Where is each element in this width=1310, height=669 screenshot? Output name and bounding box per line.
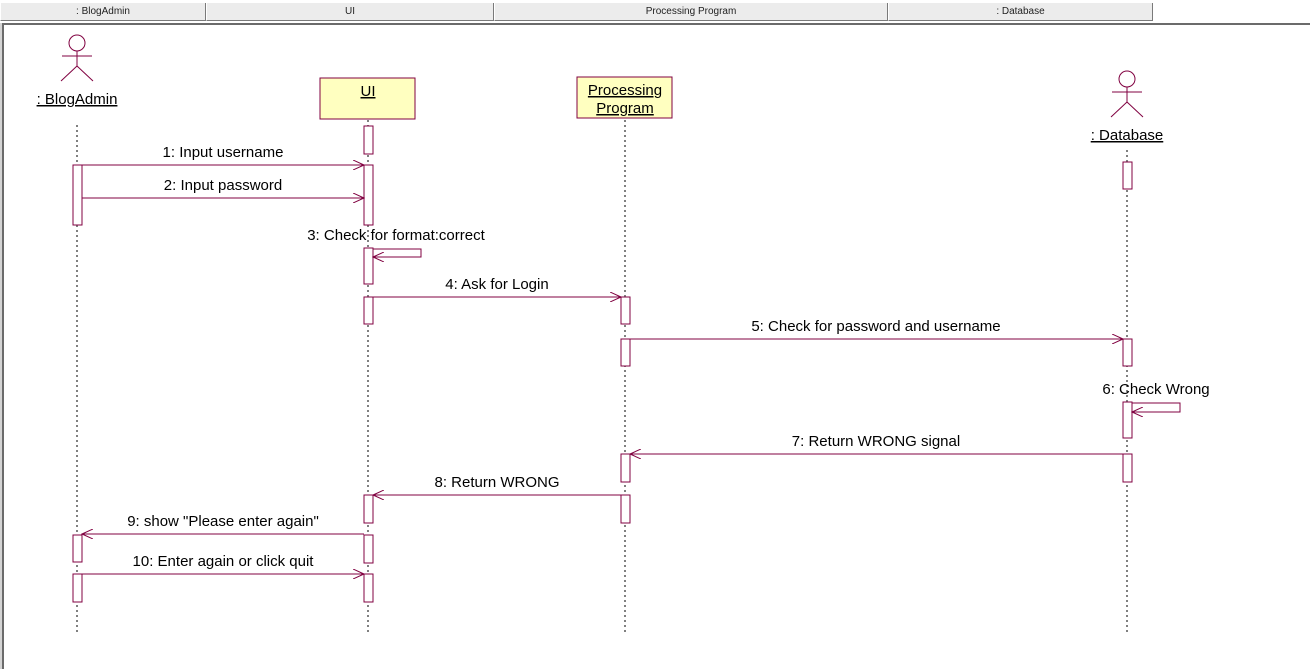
activation-processing-4 (620, 494, 631, 524)
message-label-9[interactable]: 9: show "Please enter again" (127, 513, 319, 530)
activation-processing-1 (620, 296, 631, 325)
activation-database-4 (1122, 453, 1133, 483)
participant-label-database: : Database (1091, 127, 1164, 144)
messages (82, 165, 1181, 574)
message-arrow-3[interactable] (373, 248, 422, 257)
message-label-7[interactable]: 7: Return WRONG signal (792, 433, 960, 450)
column-header-database[interactable]: : Database (888, 3, 1153, 21)
activation-bars (72, 125, 1133, 603)
actor-database[interactable] (1110, 70, 1144, 118)
message-labels: 1: Input username 2: Input password 3: C… (127, 144, 1209, 570)
activation-processing-3 (620, 453, 631, 483)
message-label-10[interactable]: 10: Enter again or click quit (133, 553, 315, 570)
activation-blogadmin-3 (72, 573, 83, 603)
activation-ui-3 (363, 247, 374, 285)
object-box-ui[interactable] (319, 77, 416, 120)
message-label-8[interactable]: 8: Return WRONG (434, 474, 559, 491)
message-label-6[interactable]: 6: Check Wrong (1102, 381, 1209, 398)
actor-leg-right (1126, 101, 1144, 118)
activation-processing-2 (620, 338, 631, 367)
activation-ui-2 (363, 164, 374, 226)
participant-label-ui: UI (361, 83, 376, 100)
activation-ui-7 (363, 573, 374, 603)
participant-label-processing-line1: Processing (588, 82, 662, 99)
participant-label-blogadmin: : BlogAdmin (37, 91, 118, 108)
object-box-processing-program[interactable] (576, 76, 673, 119)
diagram-canvas (2, 23, 1310, 669)
activation-ui-1 (363, 125, 374, 155)
activation-ui-5 (363, 494, 374, 524)
activation-ui-4 (363, 296, 374, 325)
message-label-4[interactable]: 4: Ask for Login (445, 276, 548, 293)
column-header-bar: : BlogAdmin UI Processing Program : Data… (0, 0, 1310, 24)
message-label-5[interactable]: 5: Check for password and username (751, 318, 1000, 335)
message-label-3[interactable]: 3: Check for format:correct (307, 227, 485, 244)
activation-ui-6 (363, 534, 374, 564)
activation-blogadmin-1 (72, 164, 83, 226)
activation-database-3 (1122, 401, 1133, 439)
message-arrow-6[interactable] (1132, 402, 1181, 412)
message-label-1[interactable]: 1: Input username (163, 144, 284, 161)
column-header-ui[interactable]: UI (206, 3, 494, 21)
actor-leg-right (76, 65, 94, 82)
actor-leg-left (1110, 101, 1128, 118)
actor-head (1118, 70, 1136, 88)
participant-label-processing-line2: Program (596, 100, 654, 117)
column-header-processing-program[interactable]: Processing Program (494, 3, 888, 21)
actor-blogadmin[interactable] (60, 34, 94, 82)
column-header-blogadmin[interactable]: : BlogAdmin (0, 3, 206, 21)
activation-blogadmin-2 (72, 534, 83, 563)
actor-head (68, 34, 86, 52)
actor-leg-left (60, 65, 78, 82)
left-gutter (0, 23, 2, 669)
activation-database-1 (1122, 161, 1133, 190)
message-label-2[interactable]: 2: Input password (164, 177, 282, 194)
activation-database-2 (1122, 338, 1133, 367)
